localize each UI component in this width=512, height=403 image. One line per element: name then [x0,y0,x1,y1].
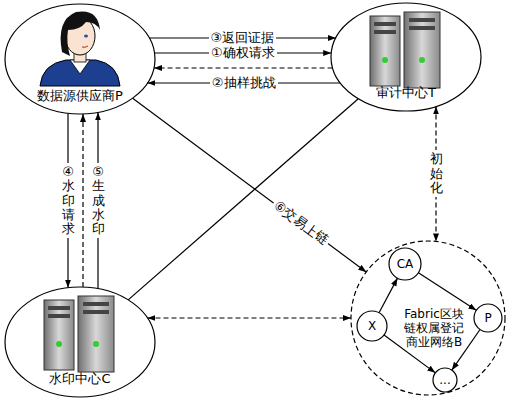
edge-label: ④水印请求 [62,163,75,238]
dashed-connector [435,106,436,241]
audit-ellipse: 审计中心T [330,2,482,112]
connector [133,98,367,272]
edge-label: ⑥交易上链 [269,198,332,250]
node-label: 审计中心T [330,85,482,100]
connector [67,113,68,287]
node-label: X [368,319,376,334]
person-icon [40,11,120,86]
supplier-ellipse: 数据源供应商P [4,3,156,115]
node-label: ... [439,373,450,388]
server-icon [44,296,114,372]
dashed-connector [147,317,351,318]
watermark-ellipse: 水印中心C [4,286,156,398]
edge-label: ②抽样挑战 [210,76,278,90]
dashed-connector [154,67,333,68]
connector [147,82,340,83]
peer-circle: X [356,310,388,342]
connector [128,99,358,300]
node-label: Fabric区块链权属登记商业网络B [401,307,467,349]
peer-circle: CA [388,247,422,281]
node-label: P [484,311,491,326]
peer-circle: ... [432,367,458,393]
node-label: 数据源供应商P [4,88,156,103]
dashed-connector [82,114,83,287]
node-label: CA [397,257,414,272]
network-circle: Fabric区块链权属登记商业网络B CA P X... [350,240,506,396]
edge-label: 初始化 [430,150,443,197]
node-label: 水印中心C [4,371,156,386]
peer-circle: P [473,303,503,333]
edge-label: ①确权请求 [209,46,277,60]
connector [155,52,332,53]
server-icon [370,12,440,88]
connector [97,112,98,288]
edge-label: ③返回证据 [209,31,277,45]
connector [149,37,335,38]
connector [418,273,476,311]
edge-label: ⑤生成水印 [92,163,105,238]
connector [379,278,397,313]
